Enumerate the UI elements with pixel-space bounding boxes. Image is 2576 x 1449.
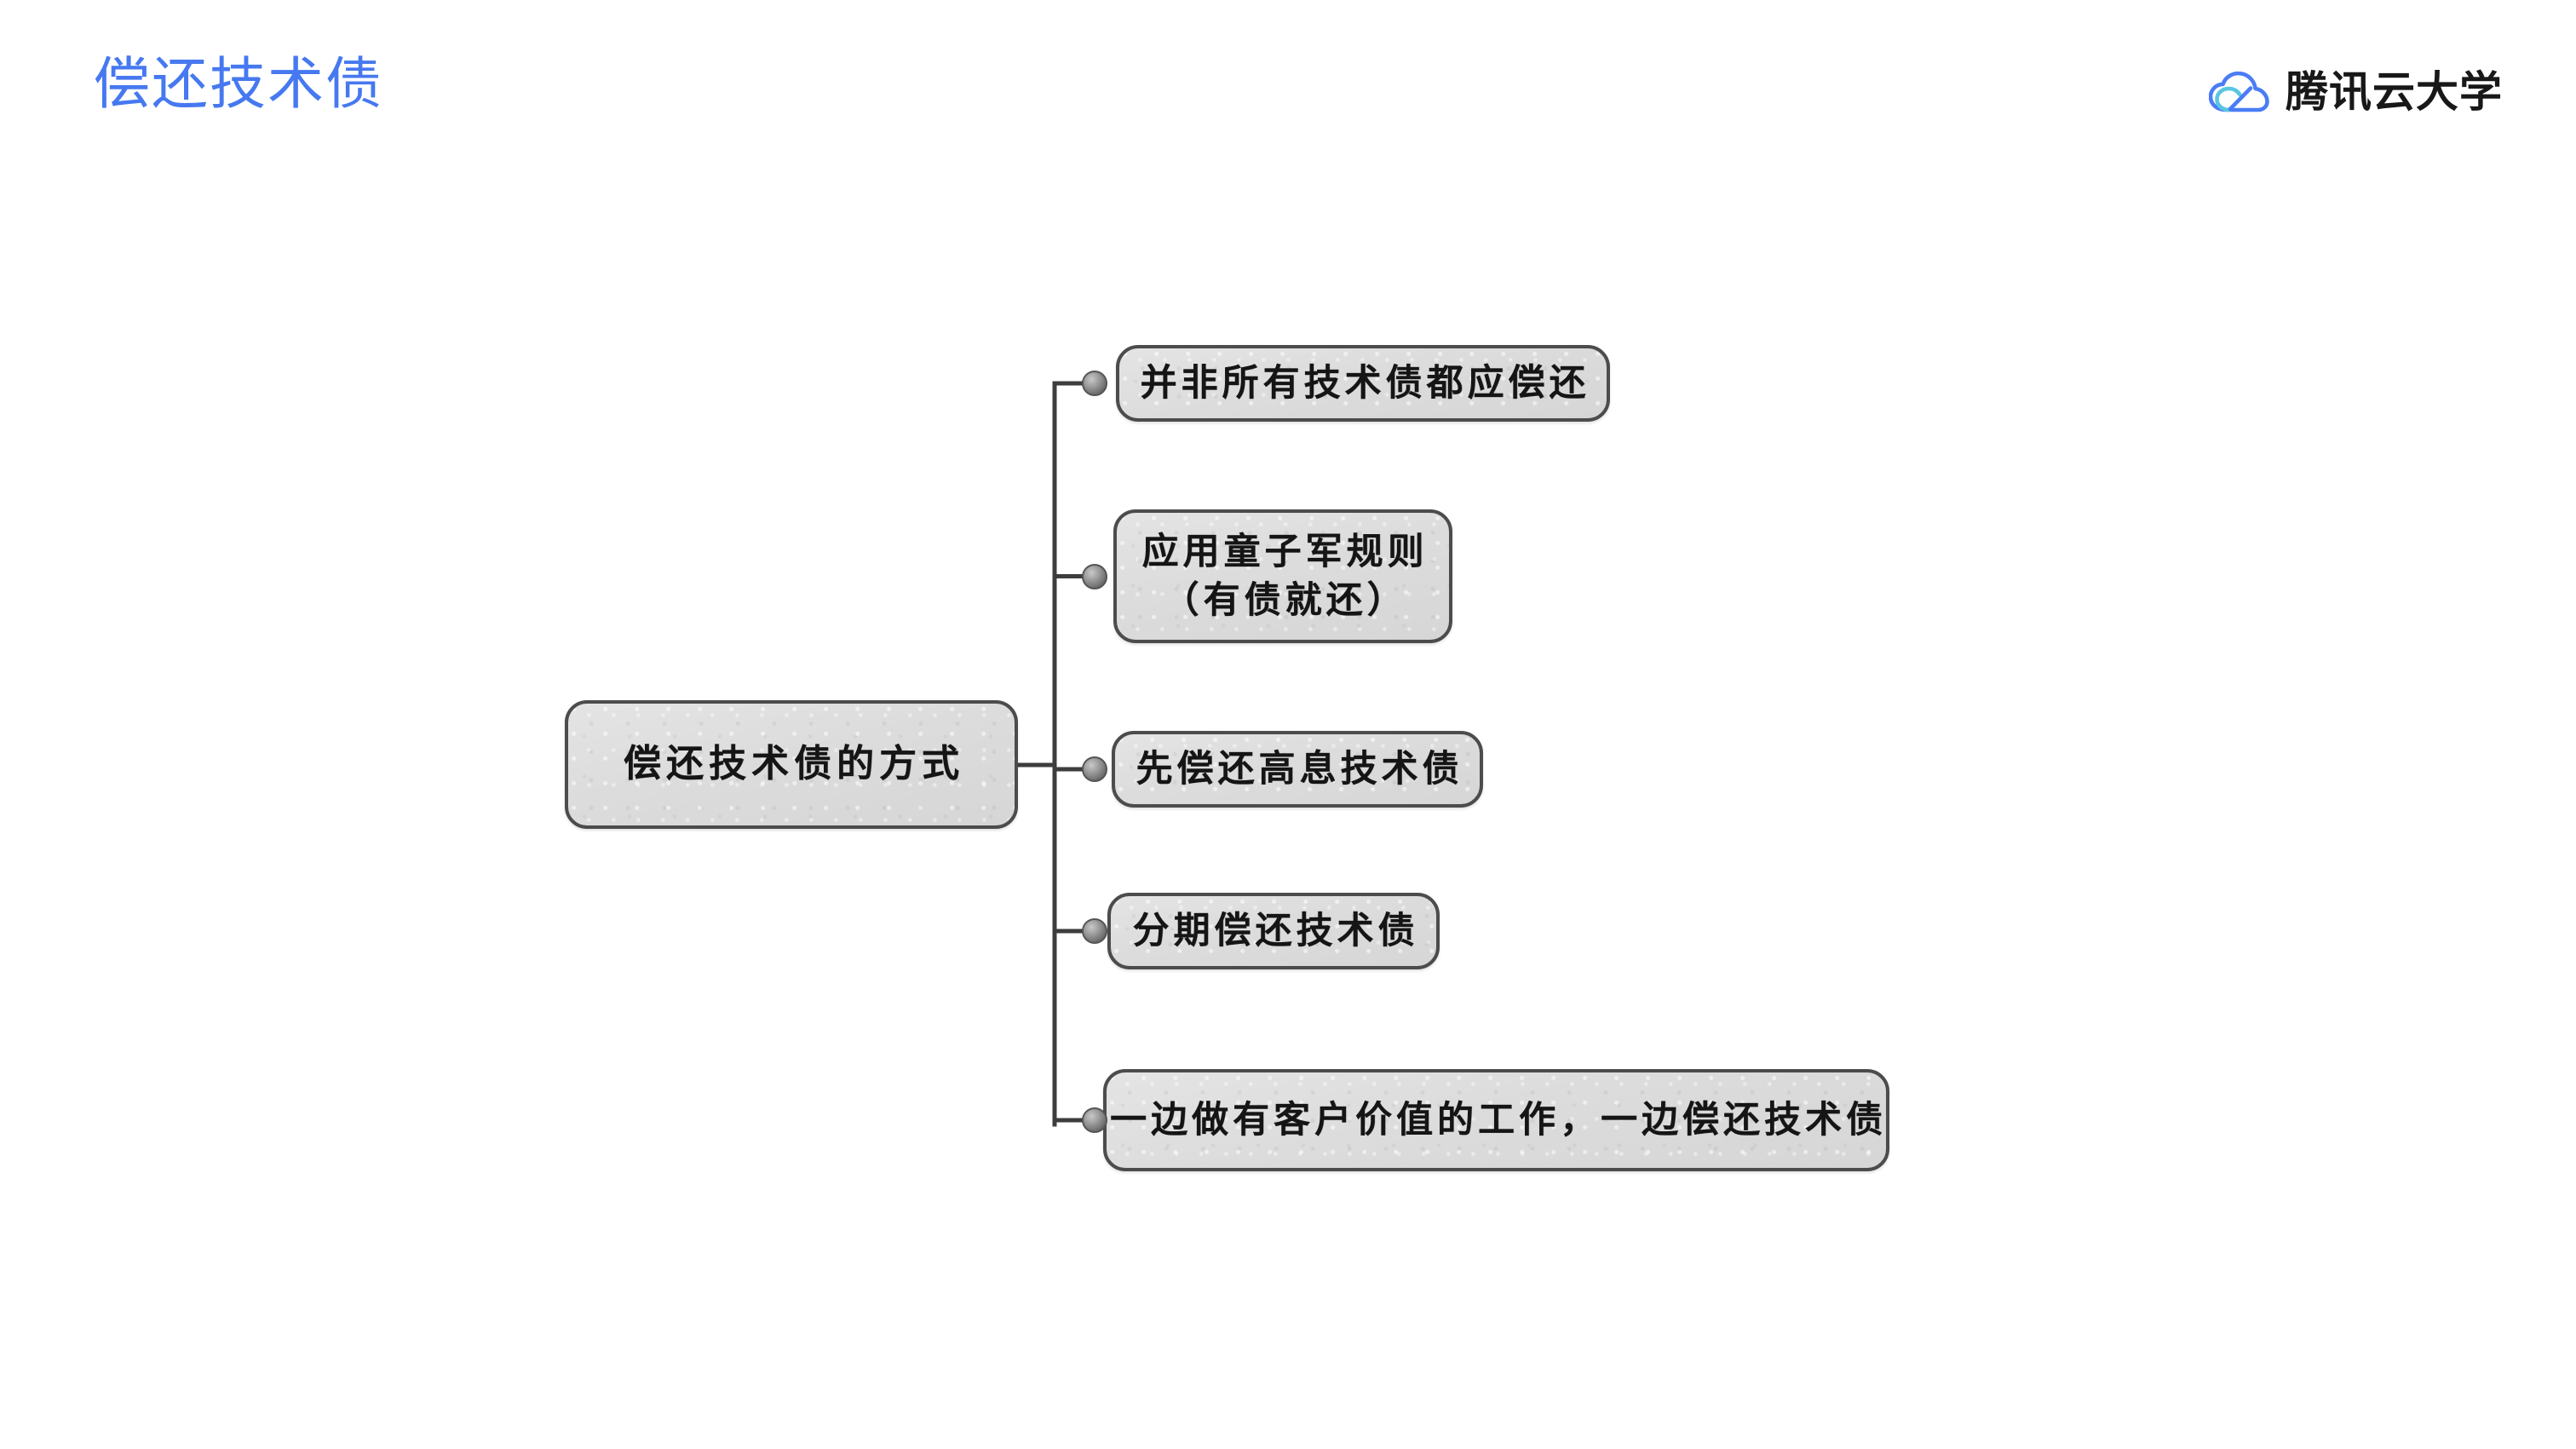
node-label-line: 并非所有技术债都应偿还 <box>1140 362 1590 404</box>
mindmap-root-node[interactable]: 偿还技术债的方式 <box>565 700 1018 829</box>
node-label-line: 先偿还高息技术债 <box>1136 748 1463 790</box>
brand-name: 腾讯云大学 <box>2286 68 2503 116</box>
cloud-icon <box>2209 72 2269 112</box>
node-label-line: 偿还技术债的方式 <box>624 743 964 785</box>
mindmap-node-3[interactable]: 先偿还高息技术债 <box>1112 731 1483 808</box>
node-bullet-icon-5[interactable] <box>1082 1107 1107 1133</box>
node-bullet-icon-3[interactable] <box>1082 756 1107 782</box>
page-title: 偿还技术债 <box>94 52 383 115</box>
node-bullet-icon-2[interactable] <box>1082 563 1107 589</box>
brand-logo: 腾讯云大学 <box>2209 61 2503 124</box>
mindmap-node-2[interactable]: 应用童子军规则 （有债就还） <box>1113 509 1452 643</box>
node-bullet-icon-4[interactable] <box>1082 918 1107 944</box>
mindmap-node-5[interactable]: 一边做有客户价值的工作，一边偿还技术债 <box>1103 1069 1889 1171</box>
mindmap-node-4[interactable]: 分期偿还技术债 <box>1107 893 1440 969</box>
node-bullet-icon-1[interactable] <box>1082 371 1107 396</box>
node-label-line: （有债就还） <box>1162 579 1408 621</box>
node-label-line: 分期偿还技术债 <box>1132 910 1419 952</box>
node-label-line: 应用童子军规则 <box>1141 531 1429 572</box>
mindmap-node-1[interactable]: 并非所有技术债都应偿还 <box>1116 345 1610 422</box>
node-label-line: 一边做有客户价值的工作，一边偿还技术债 <box>1110 1099 1887 1141</box>
